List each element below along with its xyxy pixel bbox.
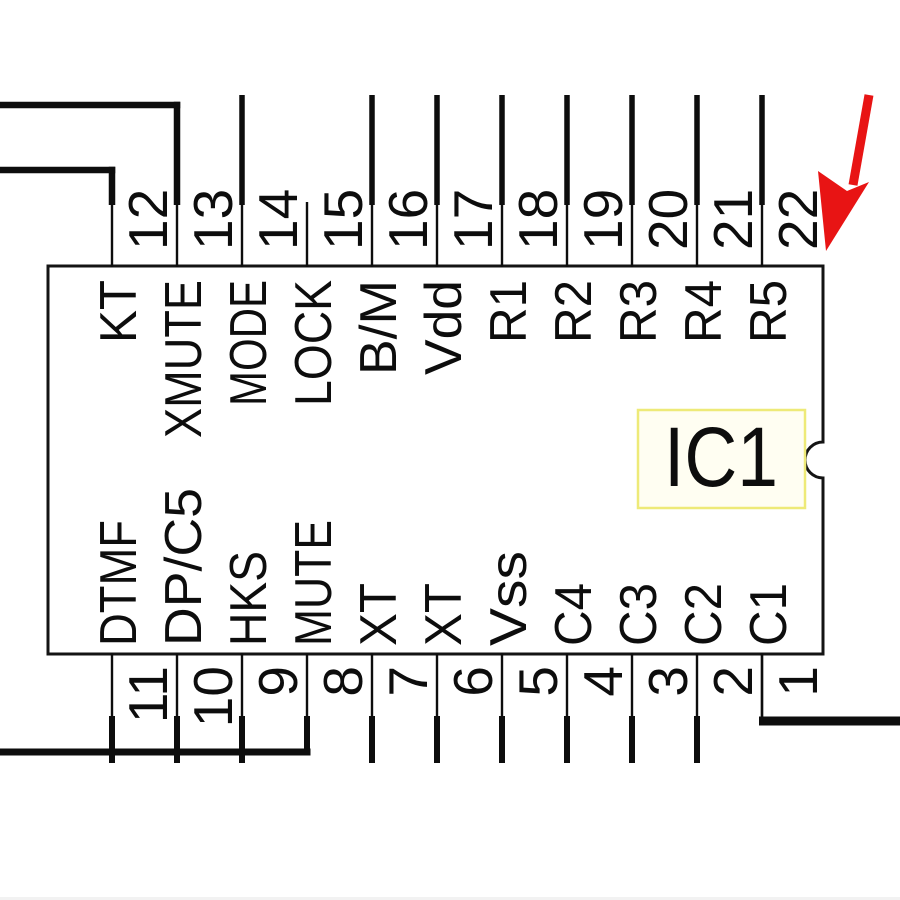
pin-10-number: 10 (182, 666, 244, 727)
pin-1-label: C1 (740, 583, 798, 646)
pin-15-label: LOCK (285, 280, 343, 406)
pin-16-label: B/M (350, 280, 408, 375)
pin-10-label: DP/C5 (155, 488, 213, 646)
pin-20-number: 20 (637, 189, 699, 250)
pin-7-number: 7 (377, 666, 439, 697)
pin-12-number: 12 (117, 189, 179, 250)
pin-21-number: 21 (702, 189, 764, 250)
pin-8-number: 8 (312, 666, 374, 697)
pin-15-number: 15 (312, 189, 374, 250)
pin-1-number: 1 (767, 666, 829, 697)
pin-7-label: XT (350, 583, 408, 646)
pin-19-number: 19 (572, 189, 634, 250)
pin-4-number: 4 (572, 666, 634, 697)
pin-12-label: KT (90, 280, 148, 343)
pin-3-label: C3 (610, 583, 668, 646)
pin-21-label: R4 (675, 280, 733, 343)
pin-17-number: 17 (442, 189, 504, 250)
pointer-arrow-icon (818, 94, 874, 251)
pin-9-label: HKS (220, 551, 278, 646)
pin-6-label: XT (415, 583, 473, 646)
pin-5-label: Vss (480, 551, 538, 646)
pin-14-number: 14 (247, 189, 309, 250)
pin-16-number: 16 (377, 189, 439, 250)
pin-11-label: DTMF (90, 520, 148, 646)
pin-22-label: R5 (740, 280, 798, 343)
pin-4-label: C4 (545, 583, 603, 646)
pin-14-label: MODE (220, 280, 278, 406)
pin-22-number: 22 (767, 189, 829, 250)
designator-box (636, 408, 807, 510)
pin-18-number: 18 (507, 189, 569, 250)
pin-18-label: R1 (480, 280, 538, 343)
pin-19-label: R2 (545, 280, 603, 343)
pin-3-number: 3 (637, 666, 699, 697)
pin-9-number: 9 (247, 666, 309, 697)
pin-2-number: 2 (702, 666, 764, 697)
bottom-edge-strip (0, 897, 900, 900)
designator: IC1 (664, 410, 778, 504)
pin-5-number: 5 (507, 666, 569, 697)
pin-20-label: R3 (610, 280, 668, 343)
pin-13-number: 13 (182, 189, 244, 250)
pin-2-label: C2 (675, 583, 733, 646)
pin-6-number: 6 (442, 666, 504, 697)
pin-13-label: XMUTE (155, 280, 213, 438)
pin-8-label: MUTE (285, 520, 343, 646)
pin-17-label: Vdd (415, 280, 473, 375)
pin-11-number: 11 (117, 666, 179, 723)
